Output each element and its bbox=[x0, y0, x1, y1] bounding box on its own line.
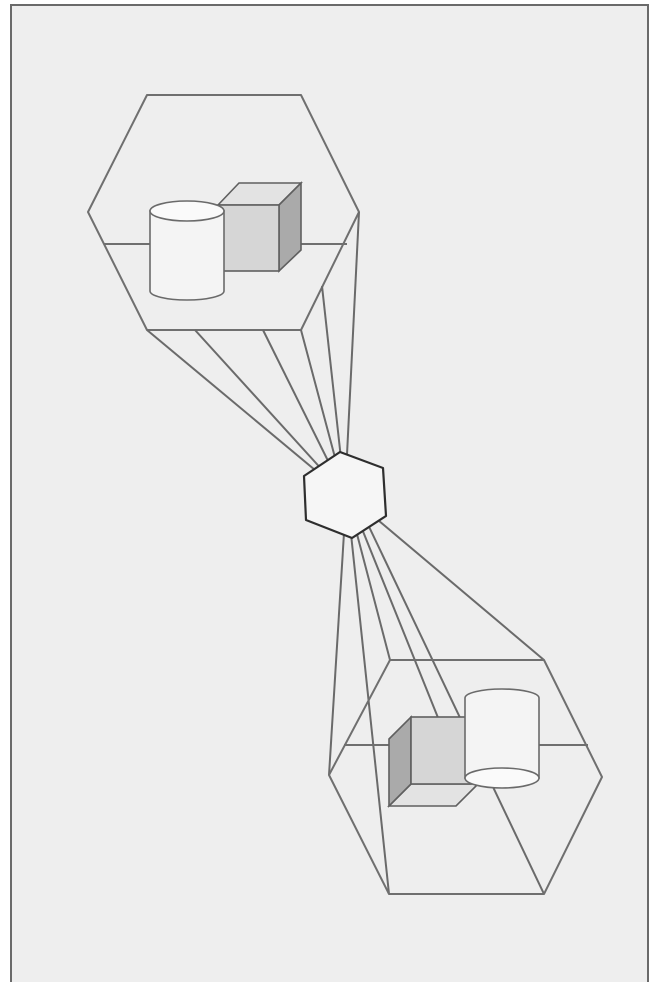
top-cylinder-cap bbox=[149, 200, 225, 222]
ray bbox=[146, 329, 346, 496]
ray bbox=[355, 513, 450, 746]
ray bbox=[361, 511, 545, 895]
center-lens-hexagon bbox=[302, 450, 388, 540]
ray bbox=[328, 516, 346, 776]
bottom-cube-front-face bbox=[410, 716, 472, 785]
bottom-cylinder-cap bbox=[464, 767, 540, 789]
top-scene bbox=[87, 94, 360, 331]
bottom-scene bbox=[328, 659, 603, 895]
top-cube bbox=[216, 181, 303, 273]
ray bbox=[371, 514, 545, 661]
bottom-projection-rays bbox=[328, 511, 545, 895]
top-cylinder-body bbox=[149, 210, 225, 301]
ray bbox=[348, 514, 390, 895]
ray bbox=[351, 514, 391, 661]
top-cube-front-face bbox=[217, 204, 280, 272]
bottom-hexagon bbox=[328, 659, 603, 895]
ray bbox=[344, 211, 360, 496]
top-cylinder bbox=[149, 200, 225, 301]
bottom-cylinder-body bbox=[464, 688, 540, 779]
bottom-cylinder bbox=[464, 688, 540, 789]
